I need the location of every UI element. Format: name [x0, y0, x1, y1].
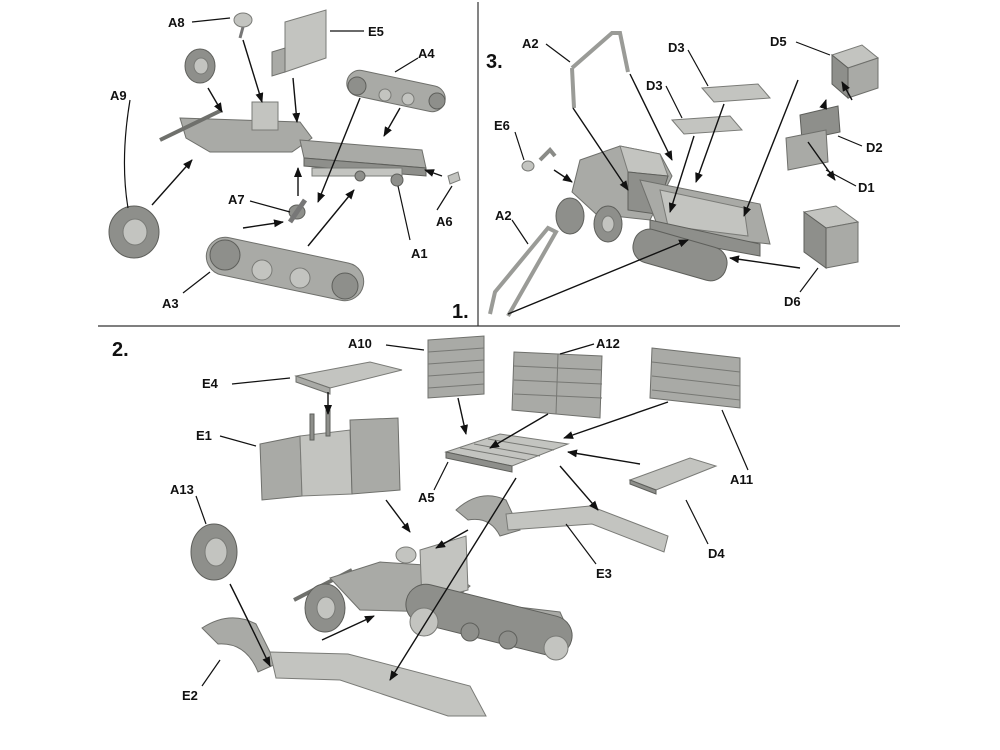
label-a10: A10 [348, 336, 372, 351]
label-d6: D6 [784, 294, 801, 309]
cab-roof-e4-part [294, 361, 403, 395]
label-e4: E4 [202, 376, 219, 391]
panel-step-1: A8 E5 A4 A9 A7 A6 A1 A3 1. [108, 9, 469, 323]
front-wheel-small-part [184, 48, 216, 84]
label-d2: D2 [866, 140, 883, 155]
fender-e2-part [201, 617, 487, 717]
box-panel-front-part [785, 129, 829, 171]
box-bottom-part [802, 205, 860, 269]
label-a4: A4 [418, 46, 435, 61]
label-a8: A8 [168, 15, 185, 30]
headlight-part [521, 147, 557, 172]
label-a1: A1 [411, 246, 428, 261]
label-a7: A7 [228, 192, 245, 207]
front-wheel-large-part [108, 205, 160, 259]
panel-step-2: 2. [112, 335, 753, 717]
label-a3: A3 [162, 296, 179, 311]
panel-step-3: 3. [486, 31, 883, 317]
side-panel-a12-part [511, 351, 603, 419]
label-e3: E3 [596, 566, 612, 581]
label-a2-bottom: A2 [495, 208, 512, 223]
label-a6: A6 [436, 214, 453, 229]
canopy-frame-lower-part [488, 225, 559, 317]
step-number-1: 1. [452, 301, 469, 323]
canopy-frame-upper-part [570, 31, 630, 109]
bench-board-lower-part [670, 115, 744, 135]
axle-part [287, 198, 308, 224]
front-wheel-a13-part [190, 523, 238, 581]
track-lower-part [205, 236, 365, 302]
label-a9: A9 [110, 88, 127, 103]
label-e1: E1 [196, 428, 212, 443]
box-top-part [830, 44, 880, 100]
label-a2-top: A2 [522, 36, 539, 51]
label-d3-upper: D3 [668, 40, 685, 55]
vehicle-assembly-step2 [293, 535, 573, 661]
bracket-d4-part [628, 457, 718, 495]
label-e5: E5 [368, 24, 384, 39]
small-bracket-part [447, 171, 461, 185]
label-d1: D1 [858, 180, 875, 195]
steering-wheel-part [233, 12, 253, 39]
label-a12: A12 [596, 336, 620, 351]
label-d5: D5 [770, 34, 787, 49]
label-e2: E2 [182, 688, 198, 703]
cab-body-e1-part [259, 409, 401, 501]
label-e6: E6 [494, 118, 510, 133]
chassis-frame-part [159, 101, 427, 187]
label-a13: A13 [170, 482, 194, 497]
bench-board-upper-part [700, 83, 772, 103]
label-d4: D4 [708, 546, 725, 561]
label-a5: A5 [418, 490, 435, 505]
tailgate-a11-part [649, 347, 741, 409]
seat-back-part [271, 9, 327, 77]
truck-assembly-step3 [555, 145, 771, 282]
step-number-3: 3. [486, 51, 503, 73]
cargo-floor-a5-part [444, 433, 570, 473]
label-d3-lower: D3 [646, 78, 663, 93]
step-number-2: 2. [112, 339, 129, 361]
track-upper-part [346, 69, 446, 113]
side-panel-a10-part [427, 335, 485, 399]
label-a11: A11 [730, 472, 753, 487]
